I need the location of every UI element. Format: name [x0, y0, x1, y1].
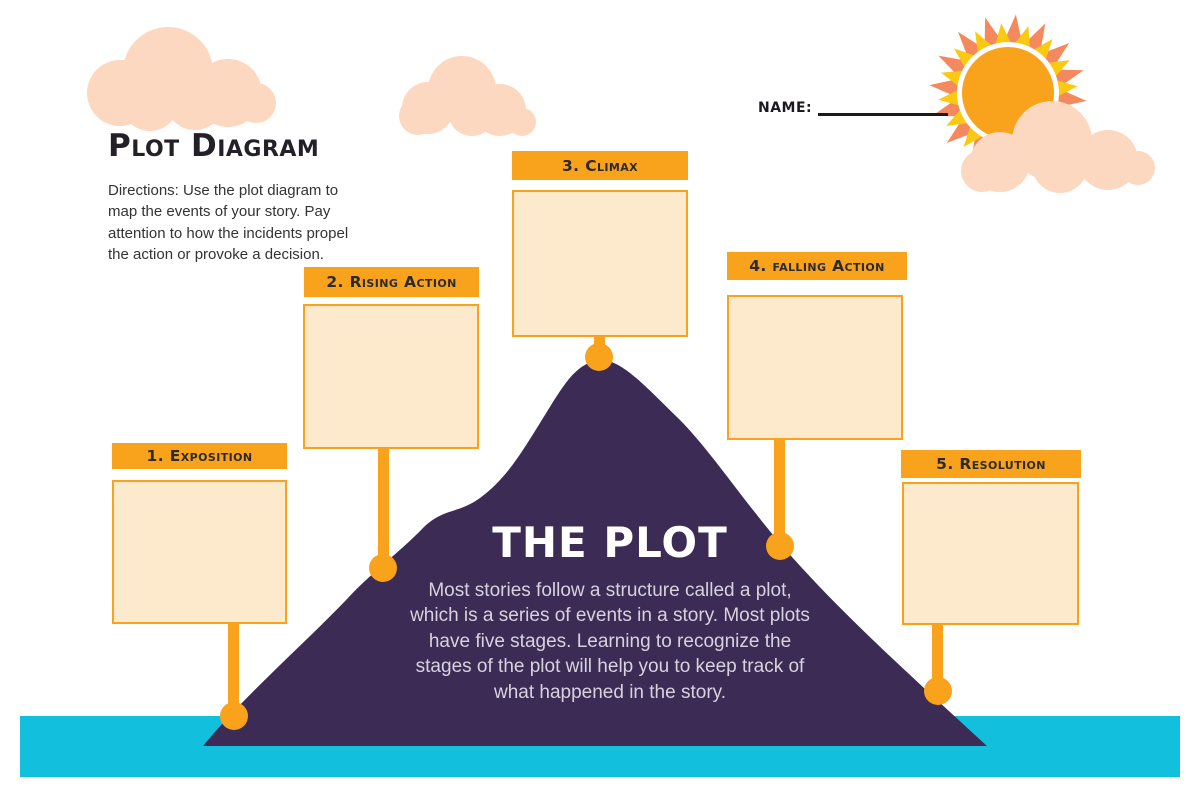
stage-input-rising-action[interactable]	[303, 304, 479, 449]
connector-stick-rising-action	[378, 445, 389, 572]
page-title: Plot Diagram	[108, 128, 320, 164]
stage-banner-rising-action: 2. Rising Action	[304, 267, 479, 297]
stage-input-climax[interactable]	[512, 190, 688, 337]
cloud-icon	[399, 56, 536, 136]
connector-dot-exposition	[220, 702, 248, 730]
stage-input-exposition[interactable]	[112, 480, 287, 624]
name-label: NAME:	[758, 100, 813, 116]
mountain-title: THE PLOT	[492, 518, 728, 567]
connector-dot-resolution	[924, 677, 952, 705]
name-field-row: NAME:	[758, 100, 949, 116]
sun-icon	[929, 14, 1087, 172]
stage-input-resolution[interactable]	[902, 482, 1079, 625]
stage-banner-falling-action: 4. falling Action	[727, 252, 907, 280]
stage-banner-climax: 3. Climax	[512, 151, 688, 180]
connector-dot-rising-action	[369, 554, 397, 582]
cloud-icon	[87, 27, 276, 131]
connector-dot-climax	[585, 343, 613, 371]
stage-input-falling-action[interactable]	[727, 295, 903, 440]
stage-banner-resolution: 5. Resolution	[901, 450, 1081, 478]
mountain-description: Most stories follow a structure called a…	[410, 580, 810, 703]
directions-text: Directions: Use the plot diagram to map …	[108, 182, 349, 263]
name-input[interactable]	[818, 102, 949, 116]
stage-banner-exposition: 1. Exposition	[112, 443, 287, 469]
cloud-icon	[961, 101, 1155, 193]
water-bar	[20, 716, 1180, 777]
